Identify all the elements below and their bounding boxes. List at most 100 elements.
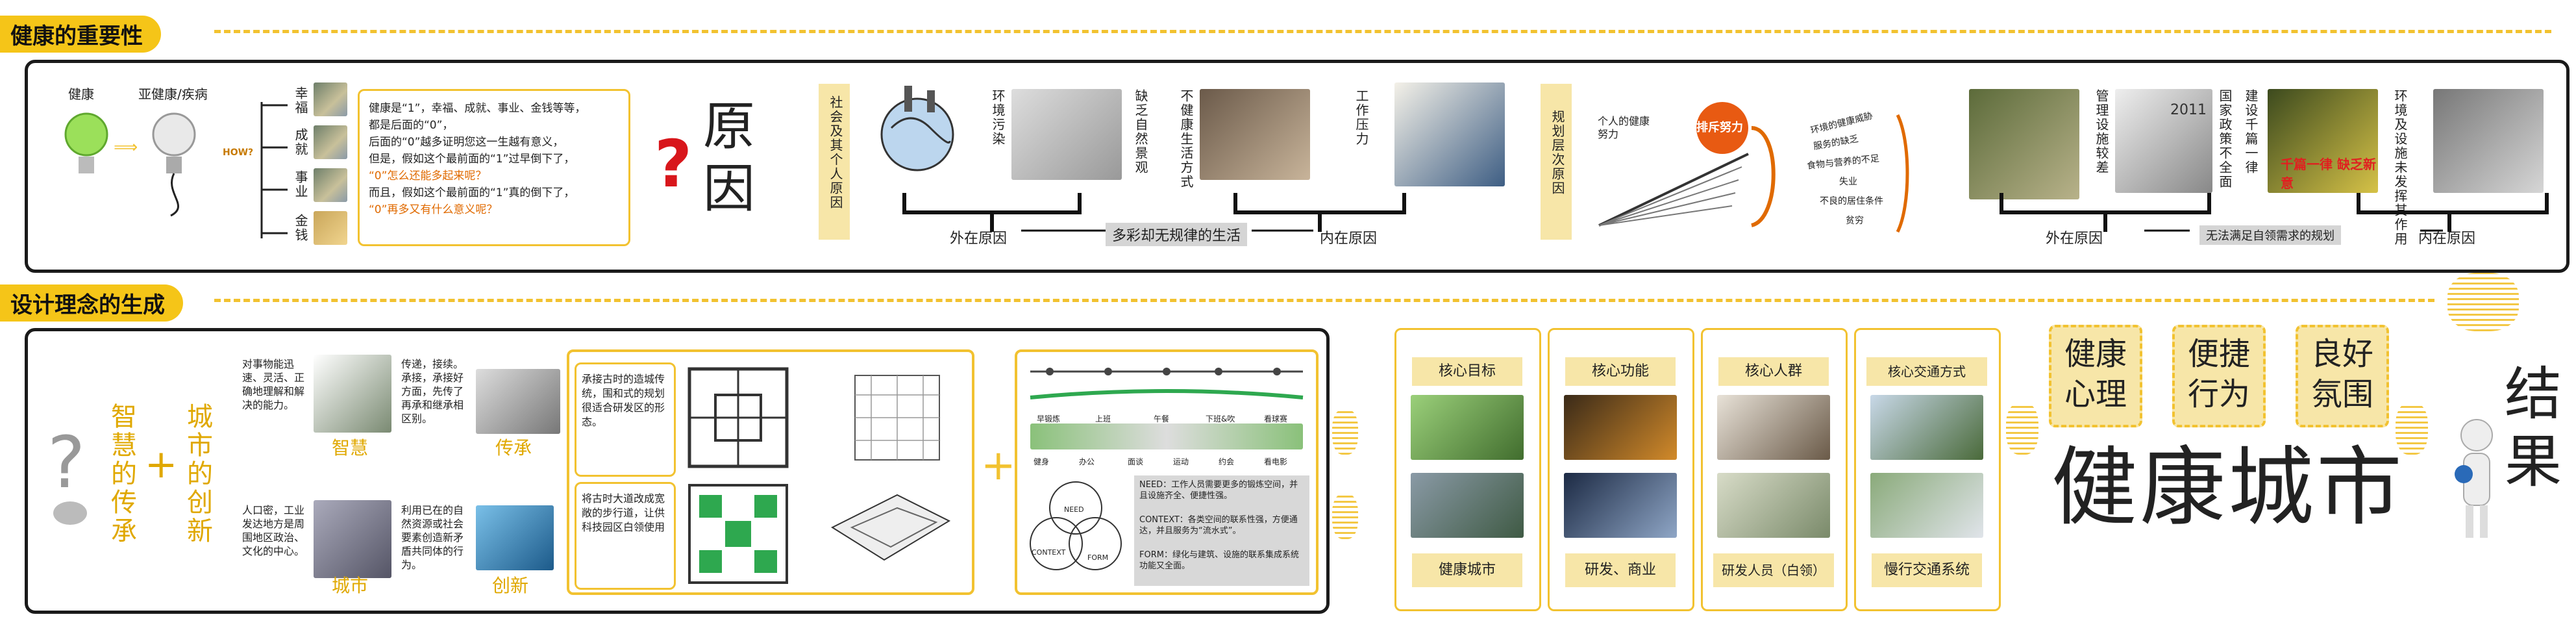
social-outer-cause: 外在原因 [950, 231, 1008, 247]
city-tag: 城市 [332, 575, 369, 596]
wisdom-desc: 对事物能迅速、灵活、正确地理解和解决的能力。 [242, 358, 305, 411]
card-core-people-image-2 [1717, 473, 1830, 538]
dining-image [1200, 89, 1310, 180]
result-box-atmosphere: 良好氛围 [2296, 325, 2389, 427]
city-innovation-4: 新 [187, 516, 213, 546]
section2-divider [214, 299, 2434, 302]
card-core-people-head: 核心人群 [1718, 357, 1829, 386]
venn-notes-box: NEED：工作人员需要更多的锻炼空间，并且设施齐全、便捷性强。 CONTEXT：… [1134, 475, 1309, 586]
card-core-function-head: 核心功能 [1565, 357, 1676, 386]
health-para-0: 健康是“1”，幸福、成就、事业、金钱等等， [369, 102, 586, 115]
sub-healthy-label: 亚健康/疾病 [138, 86, 208, 102]
innovation-image [476, 505, 554, 570]
svg-text:?: ? [654, 126, 692, 202]
arrow-icon: ⟹ [114, 138, 138, 157]
branch-money: 金钱 [293, 214, 308, 242]
planning-bar-4: 不良的居住条件 [1820, 196, 1883, 207]
planning-item-policy: 国家政策不全面 [2217, 89, 2233, 189]
activity-strip-image [1030, 423, 1303, 449]
plan-concept-box: 承接古时的造城传统，围和式的规划很适合研发区的形态。 将古时大道改成宽敞的步行道… [567, 349, 974, 595]
social-item-pollution: 环境污染 [990, 89, 1006, 146]
planning-bubble: 排斥努力 [1696, 121, 1743, 134]
activity-bottom-1: 办公 [1079, 457, 1095, 466]
achievement-image [314, 125, 347, 159]
card-core-goal-foot: 健康城市 [1412, 553, 1522, 587]
health-para-3: 但是，假如这个最前面的“1”过早倒下了， [369, 153, 575, 166]
city-desc: 人口密，工业发达地方是周围地区政治、文化的中心。 [242, 504, 305, 557]
activity-top-1: 上班 [1095, 414, 1111, 423]
police-image [1969, 89, 2079, 199]
card-core-function-image-2 [1564, 473, 1677, 538]
arrow-stripes-3 [2006, 403, 2038, 455]
heritage-tag: 传承 [495, 437, 532, 459]
cause-char-0: 原 [703, 96, 755, 157]
innovation-desc: 利用已在的自然资源或社会要素创造新矛盾共同体的行为。 [401, 504, 464, 571]
card-core-people: 核心人群 研发人员（白领） [1701, 328, 1848, 611]
planning-label-bar: 规划层次原因 [1541, 84, 1572, 240]
card-core-transport: 核心交通方式 慢行交通系统 [1854, 328, 2001, 611]
city-innovation-0: 城 [187, 402, 213, 432]
innovation-tag: 创新 [492, 575, 529, 596]
social-inner-cause: 内在原因 [1320, 231, 1378, 247]
section1-panel: 健康 亚健康/疾病 ⟹ HOW? 幸福 成就 事业 金钱 健康是“1”，幸福、成… [25, 60, 2570, 273]
how-label: HOW? [223, 147, 254, 158]
venn-note-need: NEED：工作人员需要更多的锻炼空间，并且设施齐全、便捷性强。 [1139, 480, 1298, 501]
result-char-1: 果 [2505, 428, 2562, 495]
person-figure-icon [2455, 419, 2493, 538]
activity-diagram-box: 早锻炼 上班 午餐 下班&吹 看球赛 健身 办公 面谈 运动 约会 看电影 NE… [1015, 349, 1319, 595]
planning-middle: 无法满足自领需求的规划 [2199, 225, 2341, 245]
wisdom-heritage-3: 传 [111, 488, 137, 518]
venn-diagram [1030, 481, 1122, 570]
activity-top-0: 早锻炼 [1037, 414, 1061, 423]
activity-timeline [1030, 368, 1304, 399]
wisdom-heritage-0: 智 [111, 402, 137, 432]
branch-bracket [260, 102, 288, 238]
middle-plus: + [981, 442, 1016, 490]
facility-image [2433, 89, 2544, 193]
planning-inner-cause: 内在原因 [2418, 231, 2476, 247]
branch-career: 事业 [293, 170, 308, 199]
card-core-people-image-1 [1717, 395, 1830, 460]
question-mark-icon: ? [654, 126, 692, 202]
planning-item-facility: 环境及设施未发挥其作用 [2392, 89, 2408, 246]
health-para-2: 后面的“0”越多证明您这一生越有意义， [369, 136, 564, 149]
result-healthy-mind: 健康心理 [2064, 336, 2127, 412]
social-bracket [902, 193, 1406, 232]
social-middle: 多彩却无规律的生活 [1106, 223, 1248, 246]
stress-image [1394, 82, 1505, 186]
branch-achievement: 成就 [293, 128, 308, 157]
wisdom-heritage-4: 承 [111, 516, 137, 546]
health-text-box: 健康是“1”，幸福、成就、事业、金钱等等， 都是后面的“0”， 后面的“0”越多… [358, 89, 630, 246]
gray-bulb-icon [152, 112, 196, 217]
planning-item-management: 管理设施较差 [2094, 89, 2109, 175]
planning-bar-3: 失业 [1839, 177, 1857, 187]
crowd-image [1011, 89, 1122, 180]
heritage-desc: 传递，接续。承接，承接好方面，先传了再承和继承相区别。 [401, 358, 464, 425]
arrow-stripes-1 [1332, 409, 1358, 455]
heritage-image [476, 369, 560, 434]
svg-text:?: ? [47, 421, 85, 504]
wisdom-image [314, 355, 391, 433]
card-core-goal-image-1 [1411, 395, 1524, 460]
social-label: 社会及其个人原因 [828, 95, 843, 210]
city-innovation-1: 市 [187, 431, 213, 461]
arrow-stripes-2 [1332, 494, 1358, 539]
planning-effort: 个人的健康努力 [1598, 115, 1650, 140]
uniform-image [2268, 89, 2378, 193]
money-image [314, 211, 347, 245]
green-plan-diagram [688, 484, 951, 584]
left-plus: + [145, 442, 178, 487]
result-convenient: 便捷行为 [2187, 336, 2250, 412]
social-item-stress: 工作压力 [1354, 89, 1369, 146]
planning-label: 规划层次原因 [1550, 110, 1565, 196]
planning-sign: 千篇一律 缺乏新意 [2281, 157, 2376, 191]
plan-top-text-box: 承接古时的造城传统，围和式的规划很适合研发区的形态。 [575, 362, 676, 477]
calendar-image [2115, 89, 2212, 193]
social-label-bar: 社会及其个人原因 [819, 84, 850, 240]
activity-top-3: 下班&吹 [1206, 414, 1235, 423]
ancient-plan-diagram [687, 367, 940, 468]
section1-title: 健康的重要性 [0, 16, 161, 53]
planning-bar-5: 贫穷 [1846, 216, 1864, 226]
health-para-4: “0”怎么还能多起来呢？ [369, 170, 487, 183]
card-core-transport-head: 核心交通方式 [1866, 357, 1987, 386]
